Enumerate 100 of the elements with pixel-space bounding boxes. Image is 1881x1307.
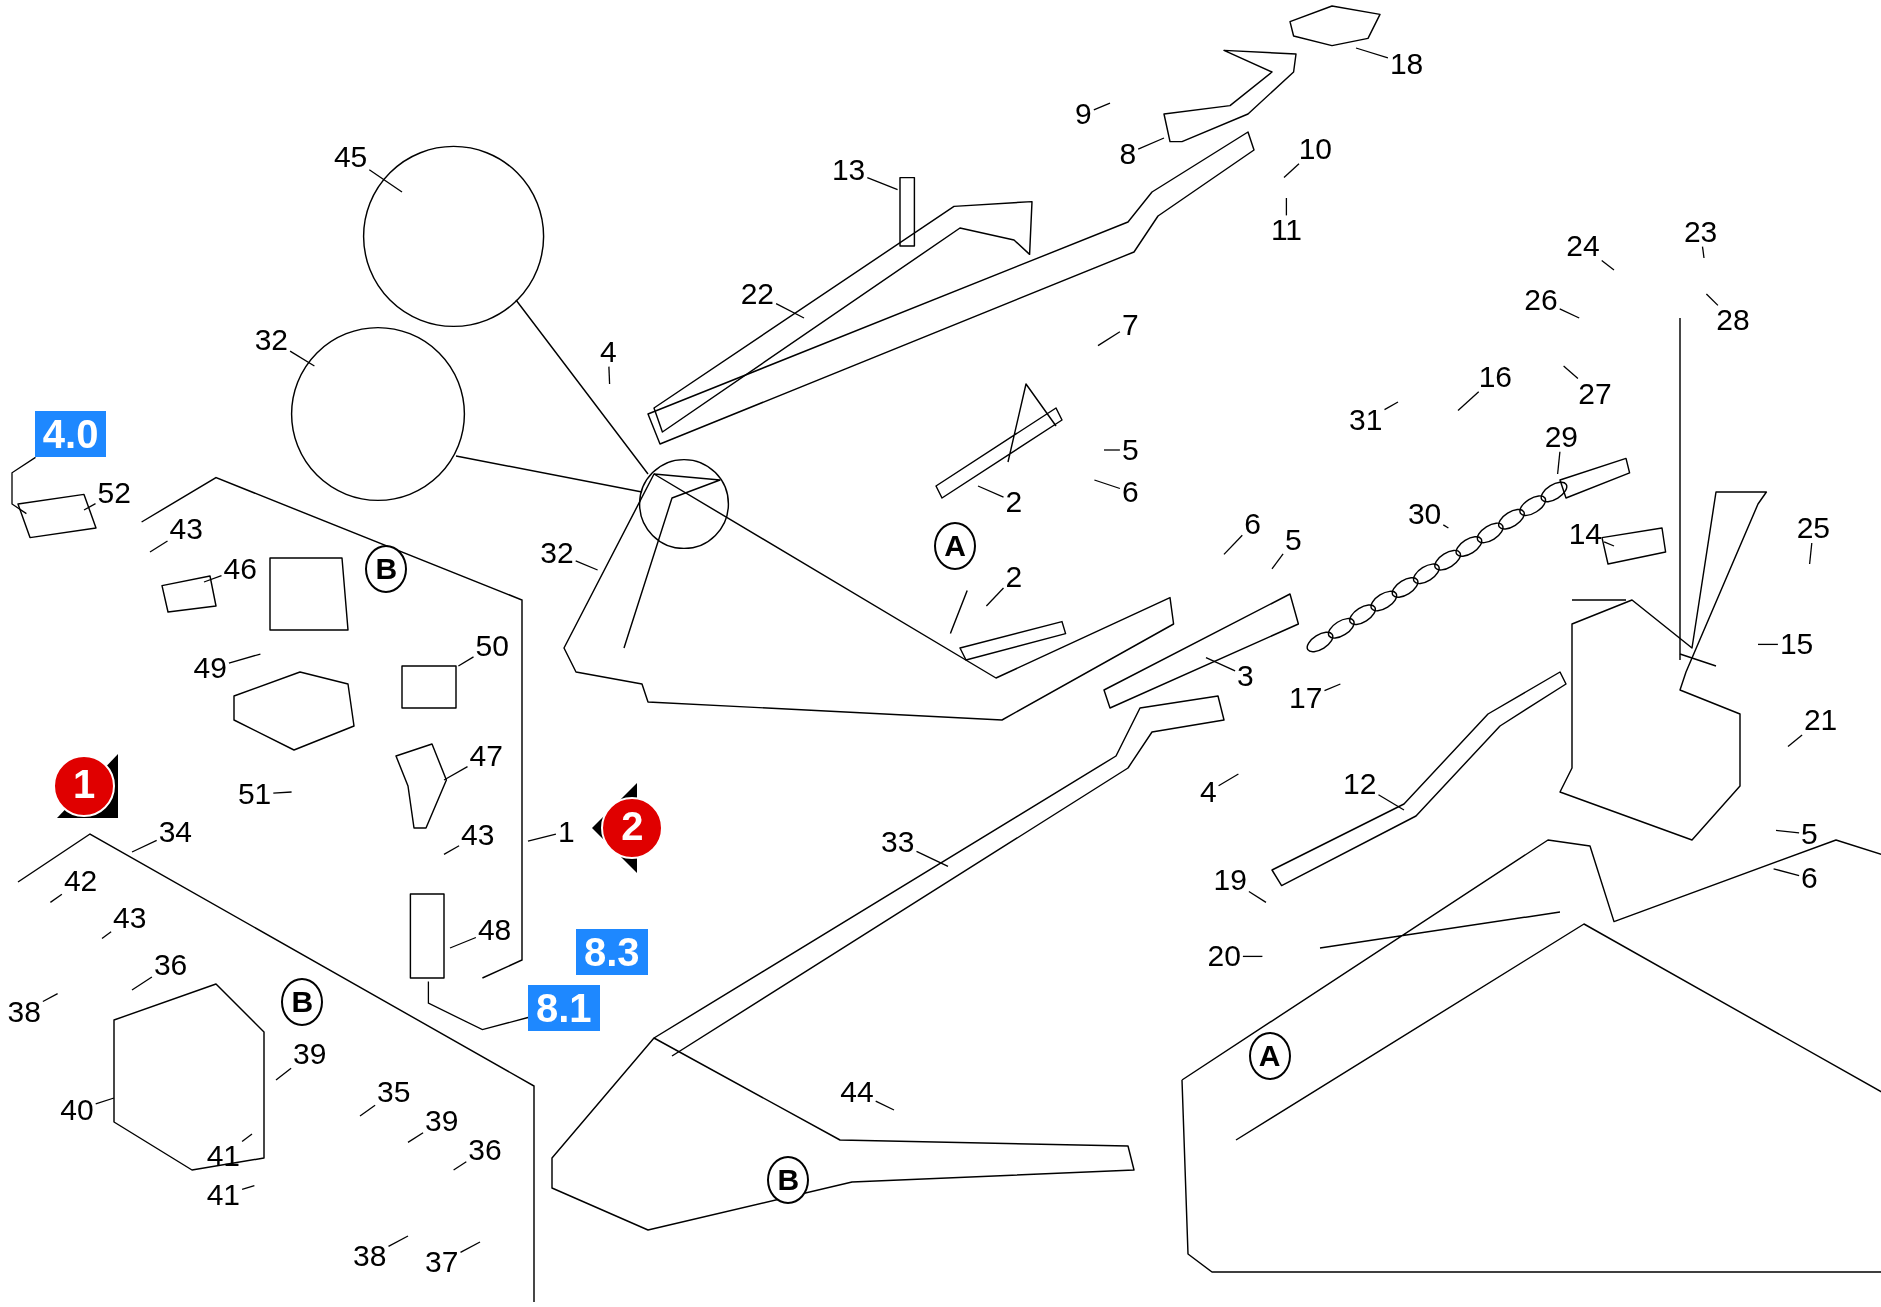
callout-number: 5: [1119, 435, 1141, 465]
callout-number: 39: [423, 1105, 461, 1136]
leader-line: [1093, 479, 1121, 490]
callout-number: 7: [1119, 310, 1141, 341]
leader-line: [1377, 794, 1405, 811]
callout-number: 17: [1287, 683, 1325, 714]
callout-number: 43: [459, 820, 497, 851]
callout-number: 15: [1777, 629, 1816, 660]
leader-line: [11, 456, 37, 515]
callout-number: 34: [156, 816, 195, 847]
leader-line: [1556, 451, 1561, 475]
leader-line: [575, 560, 599, 571]
callout-number: 32: [538, 538, 576, 569]
leader-line: [977, 485, 1005, 498]
leader-line: [608, 365, 611, 385]
leader-line: [457, 656, 475, 667]
leader-line: [1559, 308, 1580, 319]
page-reference-tag: 4.0: [34, 411, 107, 458]
callout-number: 40: [58, 1095, 96, 1125]
leader-line: [368, 169, 403, 193]
callout-number: 41: [204, 1180, 243, 1211]
callout-number: 12: [1341, 768, 1379, 799]
leader-line: [131, 976, 153, 991]
leader-line: [42, 992, 59, 1003]
leader-line: [275, 1067, 292, 1081]
leader-line: [1285, 197, 1288, 217]
callout-number: 4: [597, 336, 619, 367]
callout-number: 9: [1073, 99, 1094, 129]
leader-line: [449, 936, 477, 949]
leader-line: [131, 839, 158, 853]
callout-number: 32: [252, 324, 291, 355]
callout-number: 49: [191, 653, 229, 684]
callout-number: 52: [95, 478, 133, 509]
callout-number: 20: [1205, 941, 1243, 972]
leader-line: [985, 587, 1005, 607]
detail-reference-marker: B: [365, 544, 408, 593]
callout-number: 19: [1211, 864, 1249, 895]
callout-number: 43: [111, 903, 149, 933]
callout-number: 21: [1801, 705, 1840, 735]
leader-line: [1103, 449, 1121, 451]
leader-line: [1772, 868, 1800, 877]
leader-line: [1242, 955, 1264, 958]
callout-number: 13: [829, 155, 868, 186]
leader-line: [1457, 391, 1480, 412]
callout-number: 35: [375, 1077, 413, 1107]
callout-number: 2: [1003, 486, 1025, 517]
leader-line: [1442, 524, 1450, 529]
detail-reference-marker: A: [934, 522, 977, 570]
callout-number: 24: [1564, 231, 1602, 261]
page-reference-tag: 8.3: [576, 928, 648, 975]
callout-number: 23: [1681, 216, 1720, 247]
callout-number: 26: [1522, 285, 1560, 315]
leader-line: [459, 1241, 481, 1254]
leader-line: [1217, 773, 1240, 787]
callout-number: 51: [235, 779, 274, 810]
callout-number: 36: [151, 949, 190, 980]
leader-line: [387, 1235, 409, 1248]
leader-line: [1787, 734, 1803, 748]
callout-number: 28: [1714, 305, 1752, 336]
callout-number: 3: [1235, 660, 1256, 691]
callout-number: 36: [466, 1134, 504, 1165]
leader-line: [1283, 163, 1300, 179]
leader-line: [1248, 890, 1267, 904]
leader-line: [775, 302, 805, 319]
leader-line: [875, 1100, 895, 1111]
callout-number: 11: [1268, 215, 1305, 246]
callout-number: 48: [475, 915, 514, 945]
detail-reference-marker: A: [1248, 1032, 1291, 1080]
leader-line: [272, 791, 293, 794]
callout-number: 39: [291, 1038, 329, 1069]
callout-number: 14: [1566, 519, 1605, 549]
callout-number: 38: [5, 996, 43, 1027]
leader-line: [1808, 542, 1813, 565]
callout-number: 29: [1542, 421, 1581, 452]
callout-number: 25: [1794, 513, 1833, 543]
leader-line: [83, 502, 97, 511]
callout-number: 8: [1117, 138, 1139, 169]
leader-line: [1205, 656, 1236, 672]
leader-line: [452, 1161, 467, 1171]
callout-number: 2: [1003, 562, 1025, 593]
page-reference-tag: 8.1: [528, 985, 600, 1031]
leader-line: [1093, 102, 1111, 111]
detail-reference-marker: B: [281, 978, 324, 1026]
leader-line: [915, 850, 949, 868]
callout-number: 1: [555, 816, 577, 847]
leader-line: [1097, 331, 1121, 347]
leader-line: [407, 1132, 424, 1144]
leader-line: [241, 1133, 253, 1143]
leader-line: [1137, 137, 1165, 150]
leader-line: [527, 833, 557, 842]
leader-line: [443, 845, 460, 856]
callout-number: 42: [61, 865, 100, 896]
leader-line: [1701, 245, 1705, 259]
callout-number: 43: [167, 514, 205, 545]
leader-line: [1775, 829, 1800, 834]
callout-number: 31: [1347, 405, 1385, 435]
leader-line: [203, 574, 223, 583]
leader-line: [1601, 259, 1615, 271]
callout-number: 45: [331, 142, 370, 173]
callout-number: 37: [423, 1247, 461, 1278]
